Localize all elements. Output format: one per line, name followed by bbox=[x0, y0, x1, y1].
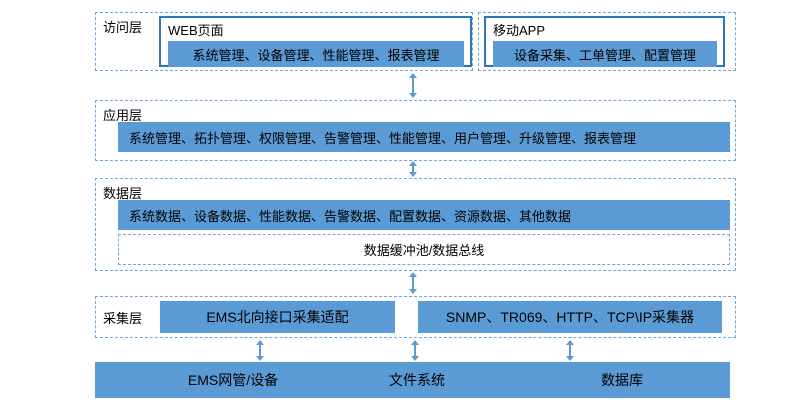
double-arrow-ems-device-icon bbox=[255, 340, 265, 361]
application-layer-label: 应用层 bbox=[103, 108, 143, 123]
access-layer-web-container: 访问层 WEB页面 系统管理、设备管理、性能管理、报表管理 bbox=[95, 12, 473, 71]
collectors-box: SNMP、TR069、HTTP、TCP\IP采集器 bbox=[418, 301, 722, 333]
collection-layer-container: 采集层 EMS北向接口采集适配 SNMP、TR069、HTTP、TCP\IP采集… bbox=[95, 296, 736, 338]
access-layer-label: 访问层 bbox=[103, 20, 143, 35]
double-arrow-file-system-icon bbox=[410, 340, 420, 361]
web-modules-bar: 系统管理、设备管理、性能管理、报表管理 bbox=[168, 41, 464, 67]
mobile-modules-bar: 设备采集、工单管理、配置管理 bbox=[493, 41, 717, 67]
access-layer-mobile-container: 移动APP 设备采集、工单管理、配置管理 bbox=[478, 12, 736, 71]
mobile-panel: 移动APP 设备采集、工单管理、配置管理 bbox=[484, 16, 725, 67]
double-arrow-data-collection-icon bbox=[408, 272, 418, 294]
double-arrow-access-application-icon bbox=[408, 73, 418, 98]
double-arrow-database-icon bbox=[565, 340, 575, 361]
data-modules-bar: 系统数据、设备数据、性能数据、告警数据、配置数据、资源数据、其他数据 bbox=[118, 200, 730, 230]
data-layer-label: 数据层 bbox=[103, 186, 143, 201]
resource-ems-device-label: EMS网管/设备 bbox=[187, 372, 279, 388]
resource-file-system-label: 文件系统 bbox=[389, 372, 445, 388]
application-layer-container: 应用层 系统管理、拓扑管理、权限管理、告警管理、性能管理、用户管理、升级管理、报… bbox=[95, 100, 736, 161]
collection-layer-label: 采集层 bbox=[103, 311, 143, 326]
application-modules-bar: 系统管理、拓扑管理、权限管理、告警管理、性能管理、用户管理、升级管理、报表管理 bbox=[118, 122, 730, 152]
resources-bar: EMS网管/设备 文件系统 数据库 bbox=[95, 362, 730, 398]
web-panel: WEB页面 系统管理、设备管理、性能管理、报表管理 bbox=[159, 16, 472, 67]
mobile-panel-title: 移动APP bbox=[493, 23, 546, 38]
resource-database-label: 数据库 bbox=[601, 372, 643, 388]
data-layer-container: 数据层 系统数据、设备数据、性能数据、告警数据、配置数据、资源数据、其他数据 数… bbox=[95, 178, 736, 271]
ems-adapter-box: EMS北向接口采集适配 bbox=[160, 301, 395, 333]
web-panel-title: WEB页面 bbox=[168, 23, 224, 38]
data-bus-box: 数据缓冲池/数据总线 bbox=[118, 234, 730, 265]
double-arrow-application-data-icon bbox=[408, 161, 418, 177]
